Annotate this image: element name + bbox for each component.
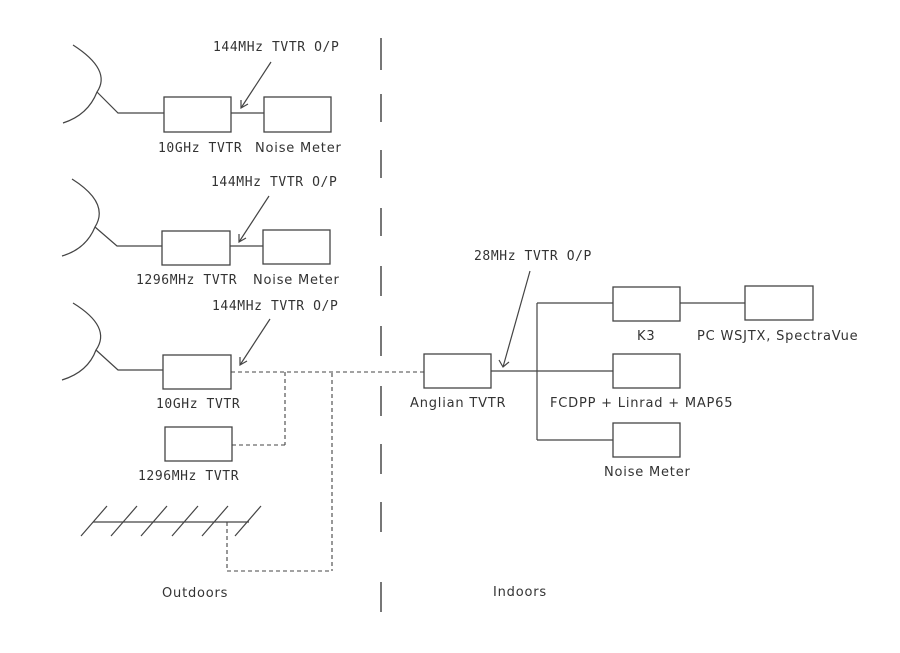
indoor-section: Anglian TVTR 28MHz TVTR O/P K3 PC WSJTX,… — [410, 249, 858, 480]
output-annotation: 144MHz TVTR O/P — [212, 299, 338, 314]
dish-antenna-icon — [61, 178, 100, 257]
arrow-icon — [239, 318, 271, 367]
fcdpp-label: FCDPP + Linrad + MAP65 — [550, 396, 733, 411]
k3-label: K3 — [637, 329, 655, 344]
noise-meter-label: Noise Meter — [253, 273, 340, 288]
yagi-antenna-icon — [80, 505, 262, 537]
pc-box — [744, 285, 814, 321]
fcdpp-box — [612, 353, 681, 389]
anglian-transverter-label: Anglian TVTR — [410, 396, 506, 411]
arrow-icon — [238, 195, 270, 244]
outdoor-chain-3: 10GHz TVTR 144MHz TVTR O/P — [61, 299, 338, 412]
outdoor-chain-2: 1296MHz TVTR Noise Meter 144MHz TVTR O/P — [61, 175, 340, 288]
transverter-1296mhz-box — [164, 426, 233, 462]
transverter-label: 1296MHz TVTR — [138, 469, 239, 484]
anglian-transverter-box — [423, 353, 492, 389]
transverter-label: 1296MHz TVTR — [136, 273, 237, 288]
outdoors-label: Outdoors — [162, 586, 228, 601]
outdoor-extra: 1296MHz TVTR — [80, 426, 262, 537]
feed-line — [94, 226, 162, 247]
arrow-icon — [240, 61, 272, 110]
output-annotation: 28MHz TVTR O/P — [474, 249, 592, 264]
output-annotation: 144MHz TVTR O/P — [211, 175, 337, 190]
dish-antenna-icon — [62, 44, 102, 124]
transverter-label: 10GHz TVTR — [156, 397, 240, 412]
noise-meter-box — [263, 96, 332, 133]
transverter-10ghz-box — [162, 354, 232, 390]
indoors-label: Indoors — [493, 585, 547, 600]
feed-line — [95, 349, 163, 371]
dish-antenna-icon — [61, 302, 102, 381]
noise-meter-box — [612, 422, 681, 458]
pc-label: PC WSJTX, SpectraVue — [697, 329, 858, 344]
transverter-10ghz-box — [163, 96, 232, 133]
transverter-label: 10GHz TVTR — [158, 141, 242, 156]
transverter-1296mhz-box — [161, 230, 231, 266]
output-annotation: 144MHz TVTR O/P — [213, 40, 339, 55]
arrow-icon — [498, 270, 531, 368]
k3-box — [612, 286, 681, 322]
outdoor-chain-1: 10GHz TVTR Noise Meter 144MHz TVTR O/P — [62, 40, 342, 156]
dashed-if-bus — [226, 371, 424, 572]
feed-line — [96, 91, 164, 114]
noise-meter-box — [262, 229, 331, 265]
noise-meter-label: Noise Meter — [255, 141, 342, 156]
noise-meter-label: Noise Meter — [604, 465, 691, 480]
